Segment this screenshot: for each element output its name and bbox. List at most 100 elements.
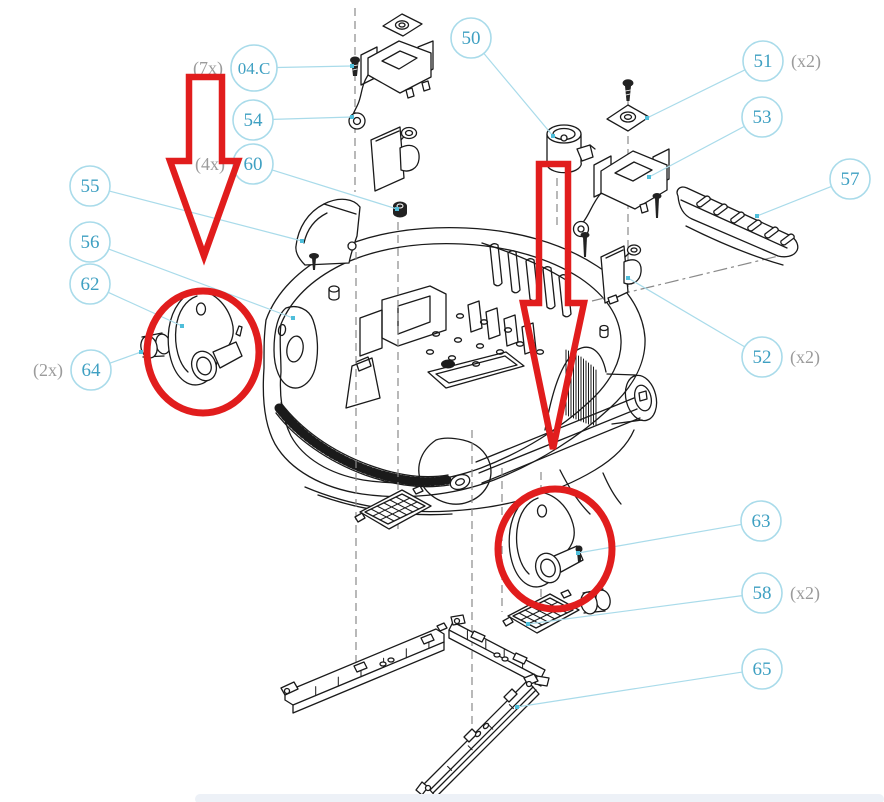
leader-line	[577, 523, 742, 554]
part-58-grille-left	[354, 485, 432, 530]
callout-60[interactable]: 60 (4x)	[195, 143, 399, 211]
leader-line	[108, 248, 294, 319]
callout-64[interactable]: 64 (2x)	[33, 349, 143, 391]
part-65-rail-left	[280, 622, 448, 714]
callout-53[interactable]: 53	[647, 96, 783, 179]
callout-circle[interactable]	[70, 349, 112, 391]
leader-dot	[350, 64, 354, 68]
leader-line	[648, 125, 745, 178]
callouts-layer: 04.C(7x) 54 60 (4x) 55 56 62 64 (2x) 50 51(x2)53 57…	[33, 17, 871, 709]
callout-circle[interactable]	[741, 648, 783, 690]
leader-line	[646, 69, 746, 119]
callout-label: 56	[81, 232, 100, 253]
callout-circle[interactable]	[740, 500, 782, 542]
exploded-parts	[140, 13, 799, 798]
callout-label: 54	[244, 110, 264, 131]
callout-57[interactable]: 57	[755, 158, 871, 218]
chassis-drawing	[262, 227, 658, 516]
leader-line	[483, 52, 554, 137]
callout-circle[interactable]	[450, 17, 492, 59]
leader-line	[516, 671, 743, 708]
callout-label: 64	[82, 360, 102, 381]
callout-label: 52	[753, 347, 772, 368]
part-65-rail-middle	[448, 614, 550, 687]
callout-58[interactable]: 58 (x2)	[526, 572, 820, 626]
multiplier-label: (4x)	[195, 154, 225, 175]
callout-label: 04.C	[238, 59, 271, 78]
callout-circle[interactable]	[741, 572, 783, 614]
leader-dot	[576, 551, 580, 555]
leader-line	[107, 291, 183, 327]
callout-circle[interactable]	[829, 158, 871, 200]
part-62-pivot-shield	[167, 289, 243, 386]
callout-52[interactable]: 52 (x2)	[626, 276, 820, 378]
callout-circle[interactable]	[742, 40, 784, 82]
leader-dot	[300, 239, 304, 243]
leader-dot	[291, 316, 295, 320]
part-54-bracket	[348, 13, 434, 192]
callout-63[interactable]: 63	[576, 500, 782, 555]
multiplier-label: (2x)	[33, 360, 63, 381]
callout-label: 65	[753, 659, 772, 680]
leader-dot	[350, 115, 354, 119]
leader-line	[527, 595, 743, 625]
part-57-rail	[676, 186, 799, 266]
callout-label: 57	[841, 169, 860, 190]
red-arrow-right	[519, 160, 589, 450]
callout-circle[interactable]	[69, 263, 111, 305]
callout-62[interactable]: 62	[69, 263, 184, 328]
callout-label: 60	[244, 154, 263, 175]
leader-dot	[551, 134, 555, 138]
callout-55[interactable]: 55	[69, 165, 304, 243]
multiplier-label: (x2)	[791, 51, 821, 72]
part-51-plate	[606, 79, 650, 132]
leader-line	[756, 185, 832, 217]
chassis-outer-rim	[262, 227, 646, 498]
callout-label: 50	[462, 28, 481, 49]
part-53-bracket	[572, 148, 670, 257]
part-63-pivot-shield	[508, 491, 584, 588]
callout-circle[interactable]	[230, 44, 278, 92]
leader-dot	[755, 214, 759, 218]
callout-circle[interactable]	[232, 99, 274, 141]
callout-circle[interactable]	[69, 165, 111, 207]
part-52-bracket	[600, 244, 642, 305]
leader-dot	[395, 207, 399, 211]
red-annotations-layer	[143, 73, 616, 613]
multiplier-label: (x2)	[790, 347, 820, 368]
callout-56[interactable]: 56	[69, 221, 295, 320]
part-65-rail-bottom	[415, 673, 540, 798]
leader-dot	[647, 175, 651, 179]
red-arrow-left	[165, 73, 243, 266]
callout-circle[interactable]	[741, 96, 783, 138]
leader-dot	[139, 350, 143, 354]
part-50-cylinder	[546, 124, 596, 174]
chassis-inner-rim	[279, 243, 622, 484]
leader-line	[272, 116, 353, 120]
callout-label: 53	[753, 107, 772, 128]
callout-circle[interactable]	[69, 221, 111, 263]
callout-04C[interactable]: 04.C(7x)	[193, 44, 354, 92]
leader-dot	[526, 622, 530, 626]
leader-dot	[180, 324, 184, 328]
callout-65[interactable]: 65	[515, 648, 783, 709]
multiplier-label: (x2)	[790, 583, 820, 604]
leader-line	[271, 169, 398, 210]
callout-51[interactable]: 51(x2)	[645, 40, 821, 120]
red-highlight-left	[143, 287, 263, 417]
callout-54[interactable]: 54	[232, 99, 354, 141]
leader-dot	[645, 116, 649, 120]
leader-line	[627, 277, 746, 348]
leader-dot	[626, 276, 630, 280]
leader-line	[109, 351, 142, 364]
leader-line	[109, 190, 303, 242]
callout-label: 55	[81, 176, 100, 197]
callout-label: 58	[753, 583, 772, 604]
callout-50[interactable]: 50	[450, 17, 555, 138]
bottom-panel-strip	[195, 794, 884, 802]
callout-label: 62	[81, 274, 100, 295]
red-highlight-right	[494, 485, 616, 613]
callout-circle[interactable]	[741, 336, 783, 378]
